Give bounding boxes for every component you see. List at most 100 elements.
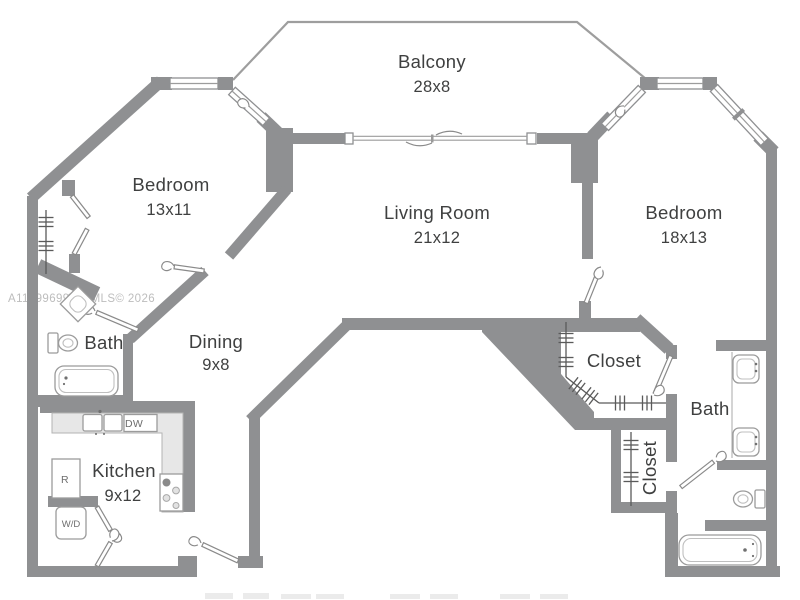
wall-right-outer <box>766 146 777 577</box>
wall-kitchen-top <box>40 401 195 413</box>
wall-closet2-right-lower <box>666 491 677 514</box>
entry-door-icon <box>201 541 240 564</box>
door-handle-icon <box>160 260 176 273</box>
stove-icon <box>159 473 184 512</box>
door-handle-icon <box>186 534 203 549</box>
wall-bath1-top-diagonal <box>34 259 101 301</box>
wall-bay2-corner-right <box>703 77 717 90</box>
refrigerator-label: R <box>61 474 69 486</box>
closet-rod-icon <box>622 432 640 506</box>
wall-corridor-vertical <box>249 415 260 562</box>
doors-layer <box>69 193 729 568</box>
wall-bedroom1-inner-upper <box>224 185 292 260</box>
bathtub-icon <box>54 365 119 397</box>
wall-closet-bottom <box>583 418 676 430</box>
bath-left-label: Bath <box>84 332 123 353</box>
laundry-door-icon <box>94 540 114 568</box>
window-icon <box>169 77 219 90</box>
wall-entry-stub <box>178 556 197 577</box>
wall-bedroom1-bay-diagonal <box>26 76 166 203</box>
sliding-door-icon <box>344 130 537 147</box>
wall-closet-diagonal-lower <box>552 372 594 421</box>
living-room-label: Living Room <box>384 202 490 223</box>
bedroom1-door-icon <box>173 264 205 274</box>
closet-second-label: Closet <box>639 441 660 495</box>
laundry-door-icon <box>94 505 114 533</box>
bottom-edge-artifacts <box>205 593 568 599</box>
wall-bath2-left <box>665 513 678 573</box>
wall-kitchen-right <box>183 401 195 512</box>
toilet-icon <box>732 489 766 509</box>
wall-closet-top <box>552 318 640 332</box>
labels-layer: Balcony 28x8 Living Room 21x12 Bedroom 1… <box>61 51 729 530</box>
wall-closet-bath-divider <box>666 394 677 431</box>
wall-hallway-wedge <box>482 318 594 430</box>
bathtub-icon <box>678 534 762 566</box>
wall-bath2-stub-upper <box>717 460 766 470</box>
wall-wd-stub <box>48 496 98 507</box>
diagonal-walls-layer <box>26 76 779 424</box>
watermark-id: A11999699 <box>8 293 70 305</box>
sink-icon <box>732 427 760 457</box>
wall-bath1-right <box>123 334 133 403</box>
closet-walkin-label: Closet <box>587 350 641 371</box>
wall-closet2-right-upper <box>666 431 677 462</box>
door-handle-icon <box>650 383 667 399</box>
wall-pillar-right <box>571 143 598 183</box>
dining-dims: 9x8 <box>202 356 230 374</box>
bath1-door-icon <box>95 309 140 333</box>
wall-bay1-corner-right <box>218 77 233 90</box>
wall-closet2-bottom <box>611 502 671 513</box>
kitchen-label: Kitchen <box>92 460 156 481</box>
wall-livingroom-top-right <box>537 133 598 144</box>
wall-left-outer <box>27 196 38 577</box>
wall-closet1-stub-top <box>62 180 75 196</box>
wall-hallway-bottom <box>342 318 502 330</box>
bay-window-icon <box>709 83 770 147</box>
wall-bay2-corner-left <box>640 77 659 90</box>
wall-closet2-left <box>611 423 621 512</box>
toilet-icon <box>47 332 79 354</box>
bedroom-left-label: Bedroom <box>132 174 209 195</box>
wall-corridor-diagonal <box>246 322 350 424</box>
balcony-dims: 28x8 <box>414 78 451 96</box>
balcony-railing-icon <box>232 20 647 81</box>
kitchen-sink-icon <box>82 409 123 435</box>
wall-closet-bath-jamb <box>666 345 677 359</box>
balcony-label: Balcony <box>398 51 466 72</box>
wall-livingroom-top-left <box>266 133 347 144</box>
bath-right-label: Bath <box>690 398 729 419</box>
windows-layer <box>169 77 770 147</box>
fixtures-layer <box>47 285 766 566</box>
wall-closet-diagonal-upper <box>631 314 674 354</box>
bedroom-left-dims: 13x11 <box>146 201 191 219</box>
closet-rod-icon <box>557 322 666 412</box>
refrigerator-icon <box>51 458 81 499</box>
wall-bath2-top <box>716 340 768 351</box>
closet-rods-layer <box>37 210 666 506</box>
washer-dryer-icon <box>55 506 87 540</box>
kitchen-dims: 9x12 <box>105 487 142 505</box>
wall-closet1-stub-bottom <box>69 254 80 273</box>
living-room-dims: 21x12 <box>414 229 460 247</box>
walls-layer <box>27 77 780 577</box>
wall-bottom-left <box>27 566 179 577</box>
dining-label: Dining <box>189 331 243 352</box>
dishwasher-label: DW <box>125 418 143 430</box>
closet1-door-icon <box>69 193 92 220</box>
wall-bedroom1-inner-lower <box>126 266 209 344</box>
wall-bath2-stub-lower <box>705 520 766 531</box>
wall-bath2-bottom <box>665 566 780 577</box>
bath2-door-icon <box>678 459 716 490</box>
window-icon <box>656 77 704 90</box>
closet1-door-icon <box>71 227 90 256</box>
wall-closet-doorstop <box>579 301 591 318</box>
washer-dryer-label: W/D <box>62 519 81 530</box>
bedroom-right-dims: 18x13 <box>661 229 707 247</box>
bedroom-right-label: Bedroom <box>645 202 722 223</box>
wall-divider-right <box>582 183 593 259</box>
corner-sink-icon <box>59 285 97 323</box>
dishwasher-icon <box>123 413 158 433</box>
